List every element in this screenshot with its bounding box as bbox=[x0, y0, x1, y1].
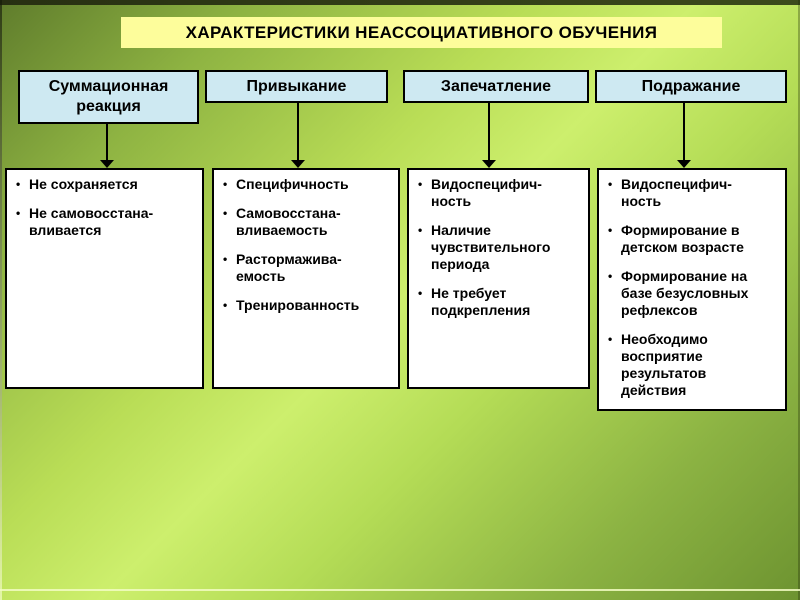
bullet-icon: • bbox=[16, 206, 21, 220]
list-item-text: Не самовосстана- вливается bbox=[29, 205, 154, 238]
column-header-label: Запечатление bbox=[440, 77, 552, 95]
bullet-icon: • bbox=[418, 177, 423, 191]
column-header-imitation: Подражание bbox=[595, 70, 787, 103]
arrow-stem bbox=[683, 103, 685, 161]
bullet-icon: • bbox=[223, 298, 228, 312]
title-box: ХАРАКТЕРИСТИКИ НЕАССОЦИАТИВНОГО ОБУЧЕНИЯ bbox=[121, 17, 722, 48]
list-item-text: Тренированность bbox=[236, 297, 360, 313]
list-item: • Формирование в детском возрасте bbox=[599, 222, 781, 256]
list-item: • Не самовосстана- вливается bbox=[7, 205, 198, 239]
list-item-text: Необходимо восприятие результатов действ… bbox=[621, 331, 708, 398]
arrow-head bbox=[677, 160, 691, 168]
bullet-icon: • bbox=[223, 252, 228, 266]
down-arrow-icon bbox=[482, 103, 496, 168]
list-item: • Не сохраняется bbox=[7, 176, 198, 193]
slide-left-edge-divider bbox=[0, 0, 2, 600]
column-content-box-habituation: • Специфичность • Самовосстана- вливаемость… bbox=[212, 168, 400, 389]
bullet-icon: • bbox=[418, 223, 423, 237]
column-header-label: Суммационная реакция bbox=[48, 78, 169, 115]
column-header-summation-reaction: Суммационная реакция bbox=[18, 70, 199, 124]
list-item-text: Формирование на базе безусловных рефлекс… bbox=[621, 268, 749, 318]
down-arrow-icon bbox=[677, 103, 691, 168]
list-item: • Специфичность bbox=[214, 176, 394, 193]
bullet-icon: • bbox=[608, 223, 613, 237]
bullet-icon: • bbox=[608, 332, 613, 346]
arrow-stem bbox=[297, 103, 299, 161]
slide-bottom-highlight-divider bbox=[0, 589, 800, 591]
list-item: • Наличие чувствительного периода bbox=[409, 222, 584, 273]
column-content-box-summation-reaction: • Не сохраняется • Не самовосстана- вливает… bbox=[5, 168, 204, 389]
list-item: • Тренированность bbox=[214, 297, 394, 314]
bullet-list: • Специфичность • Самовосстана- вливаемость… bbox=[214, 176, 394, 314]
slide-top-edge-divider bbox=[0, 0, 800, 5]
column-header-imprinting: Запечатление bbox=[403, 70, 589, 103]
arrow-head bbox=[482, 160, 496, 168]
bullet-icon: • bbox=[16, 177, 21, 191]
list-item: • Растормажива- емость bbox=[214, 251, 394, 285]
bullet-list: • Видоспецифич- ность • Формирование в детс… bbox=[599, 176, 781, 399]
list-item-text: Не требует подкрепления bbox=[431, 285, 531, 318]
column-header-label: Подражание bbox=[641, 77, 741, 95]
bullet-icon: • bbox=[608, 177, 613, 191]
list-item-text: Видоспецифич- ность bbox=[621, 176, 732, 209]
arrow-head bbox=[100, 160, 114, 168]
arrow-stem bbox=[488, 103, 490, 161]
down-arrow-icon bbox=[100, 124, 114, 168]
page-title: ХАРАКТЕРИСТИКИ НЕАССОЦИАТИВНОГО ОБУЧЕНИЯ bbox=[185, 22, 658, 42]
bullet-list: • Видоспецифич- ность • Наличие чувствитель… bbox=[409, 176, 584, 319]
bullet-icon: • bbox=[223, 177, 228, 191]
list-item-text: Самовосстана- вливаемость bbox=[236, 205, 341, 238]
bullet-icon: • bbox=[418, 286, 423, 300]
list-item-text: Наличие чувствительного периода bbox=[431, 222, 551, 272]
slide-right-edge-divider bbox=[798, 0, 800, 600]
column-header-habituation: Привыкание bbox=[205, 70, 388, 103]
arrow-stem bbox=[106, 124, 108, 161]
bullet-list: • Не сохраняется • Не самовосстана- вливает… bbox=[7, 176, 198, 239]
list-item: • Необходимо восприятие результатов дейст… bbox=[599, 331, 781, 399]
list-item: • Видоспецифич- ность bbox=[409, 176, 584, 210]
column-content-box-imitation: • Видоспецифич- ность • Формирование в детс… bbox=[597, 168, 787, 411]
down-arrow-icon bbox=[291, 103, 305, 168]
list-item-text: Не сохраняется bbox=[29, 176, 138, 192]
bullet-icon: • bbox=[223, 206, 228, 220]
column-header-label: Привыкание bbox=[246, 77, 347, 95]
list-item-text: Специфичность bbox=[236, 176, 349, 192]
column-content-box-imprinting: • Видоспецифич- ность • Наличие чувствитель… bbox=[407, 168, 590, 389]
arrow-head bbox=[291, 160, 305, 168]
list-item-text: Формирование в детском возрасте bbox=[621, 222, 744, 255]
list-item: • Самовосстана- вливаемость bbox=[214, 205, 394, 239]
list-item: • Формирование на базе безусловных рефлек… bbox=[599, 268, 781, 319]
list-item-text: Растормажива- емость bbox=[236, 251, 342, 284]
list-item-text: Видоспецифич- ность bbox=[431, 176, 542, 209]
list-item: • Видоспецифич- ность bbox=[599, 176, 781, 210]
bullet-icon: • bbox=[608, 269, 613, 283]
list-item: • Не требует подкрепления bbox=[409, 285, 584, 319]
